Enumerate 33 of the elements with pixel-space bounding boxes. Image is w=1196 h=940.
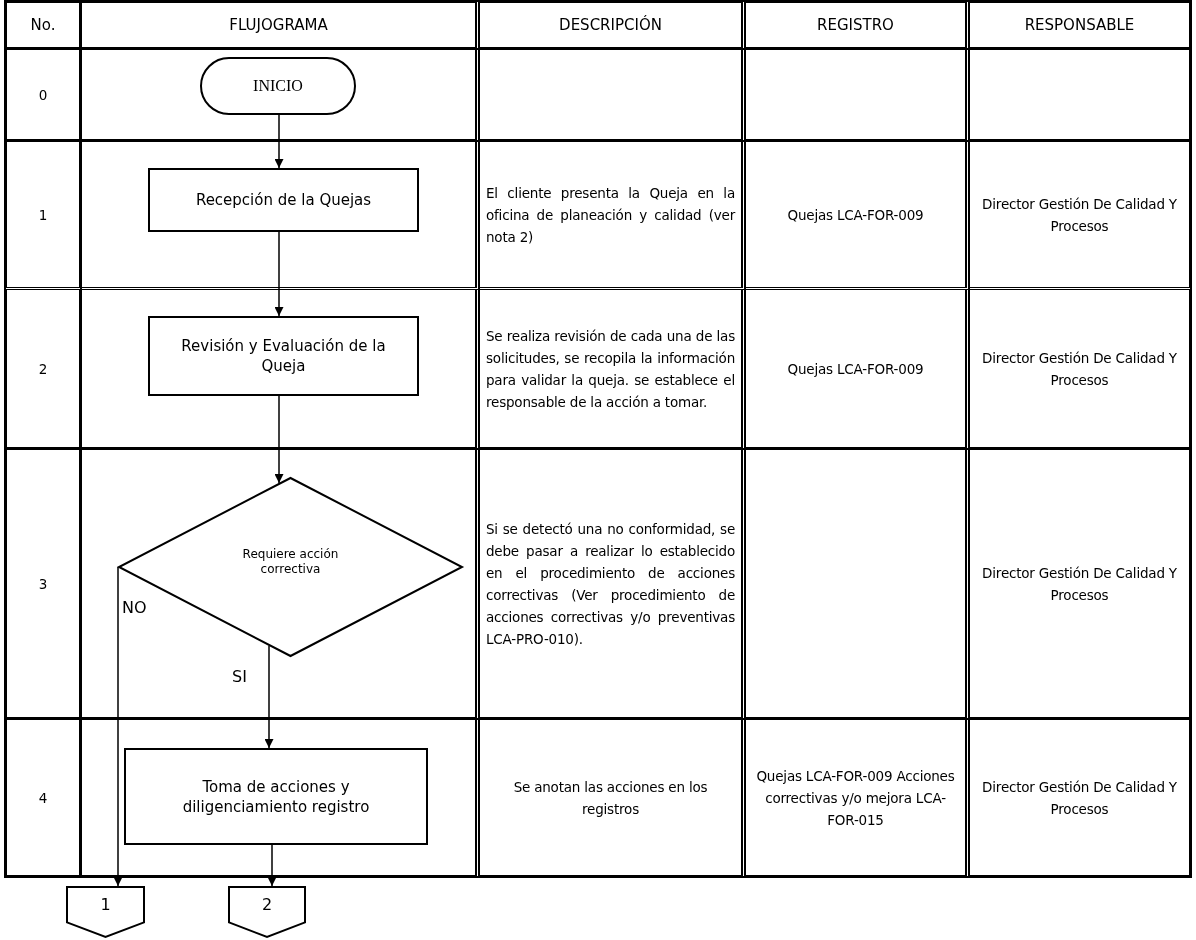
arrow [267,844,277,887]
responsible-text: Director Gestión De Calidad Y Procesos [981,777,1178,819]
responsible-text: Director Gestión De Calidad Y Procesos [981,348,1178,390]
record-text: Quejas LCA-FOR-009 [787,205,924,225]
arrow [113,566,123,887]
arrow [274,114,284,169]
column-header: RESPONSABLE [1024,15,1135,36]
column-header: REGISTRO [817,15,894,36]
process-box: Recepción de la Quejas [148,168,419,232]
process-box: Toma de acciones y diligenciamiento registro [124,748,428,845]
description-text: El cliente presenta la Queja en la oficina de planeación y calidad (ver nota 2) [486,183,735,247]
row-number: 3 [38,574,48,594]
responsible-text: Director Gestión De Calidad Y Procesos [981,563,1178,605]
description-text: Se realiza revisión de cada una de las solicitudes, se recopila la información para validar la queja. se establece el responsable de la acción a tomar. [486,326,735,412]
column-header: No. [30,15,56,36]
arrow [274,395,284,484]
arrow [274,231,284,317]
column-header: FLUJOGRAMA [229,15,328,36]
row-number: 2 [38,359,48,379]
off-page-connector: 1 [66,886,145,938]
start-terminal: INICIO [200,57,356,115]
process-box: Revisión y Evaluación de la Queja [148,316,419,396]
off-page-connector: 2 [228,886,306,938]
record-text: Quejas LCA-FOR-009 [787,359,924,379]
description-text: Si se detectó una no conformidad, se debe pasar a realizar lo establecido en el procedimiento de acciones correctivas (Ver procedimiento de acciones correctivas y/o preventivas LCA-PRO-010). [486,519,735,649]
responsible-text: Director Gestión De Calidad Y Procesos [981,194,1178,236]
record-text: Quejas LCA-FOR-009 Acciones correctivas y/o mejora LCA-FOR-015 [755,766,956,830]
row-number: 1 [38,205,48,225]
arrow [264,645,274,749]
description-text: Se anotan las acciones en los registros [512,777,709,819]
row-number: 0 [38,85,48,105]
row-number: 4 [38,788,48,808]
column-header: DESCRIPCIÓN [559,14,662,36]
